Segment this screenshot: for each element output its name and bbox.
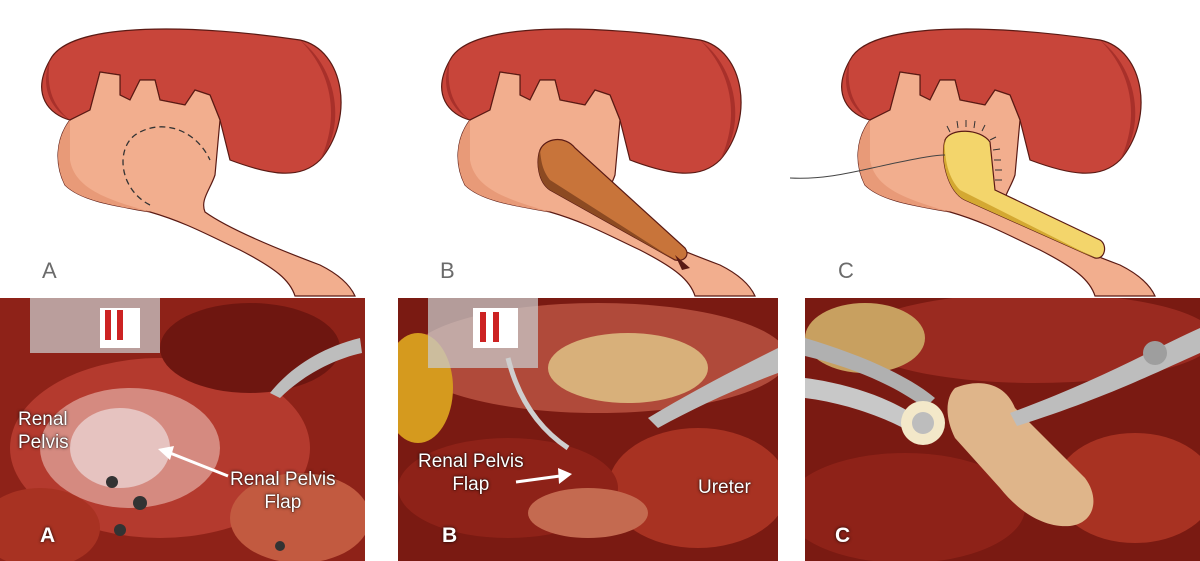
label-ureter: Ureter — [698, 477, 751, 498]
label-renal-pelvis-flap-a: Renal Pelvis Flap — [230, 469, 336, 513]
photo-letter-a: A — [40, 524, 56, 547]
illustration-c — [789, 28, 1156, 297]
illustration-label-a: A — [42, 258, 57, 283]
photo-letter-b: B — [442, 524, 458, 547]
photo-b: Renal Pelvis Flap Ureter B — [398, 298, 778, 561]
photo-a: Renal Pelvis Renal Pelvis Flap A — [0, 298, 365, 561]
photo-letter-c: C — [835, 524, 851, 547]
illustration-label-c: C — [838, 258, 854, 283]
photo-b-image — [398, 298, 778, 561]
photo-c-image — [805, 298, 1200, 561]
label-renal-pelvis-flap-b: Renal Pelvis Flap — [418, 451, 524, 495]
label-renal-pelvis: Renal Pelvis — [18, 409, 69, 453]
photo-c: C — [805, 298, 1200, 561]
photo-a-image — [0, 298, 365, 561]
illustration-panels — [41, 28, 1156, 297]
illustration-label-b: B — [440, 258, 455, 283]
arrow-a — [158, 446, 229, 478]
illustration-a — [41, 28, 356, 297]
illustration-b — [441, 28, 756, 297]
arrow-b — [515, 468, 572, 484]
